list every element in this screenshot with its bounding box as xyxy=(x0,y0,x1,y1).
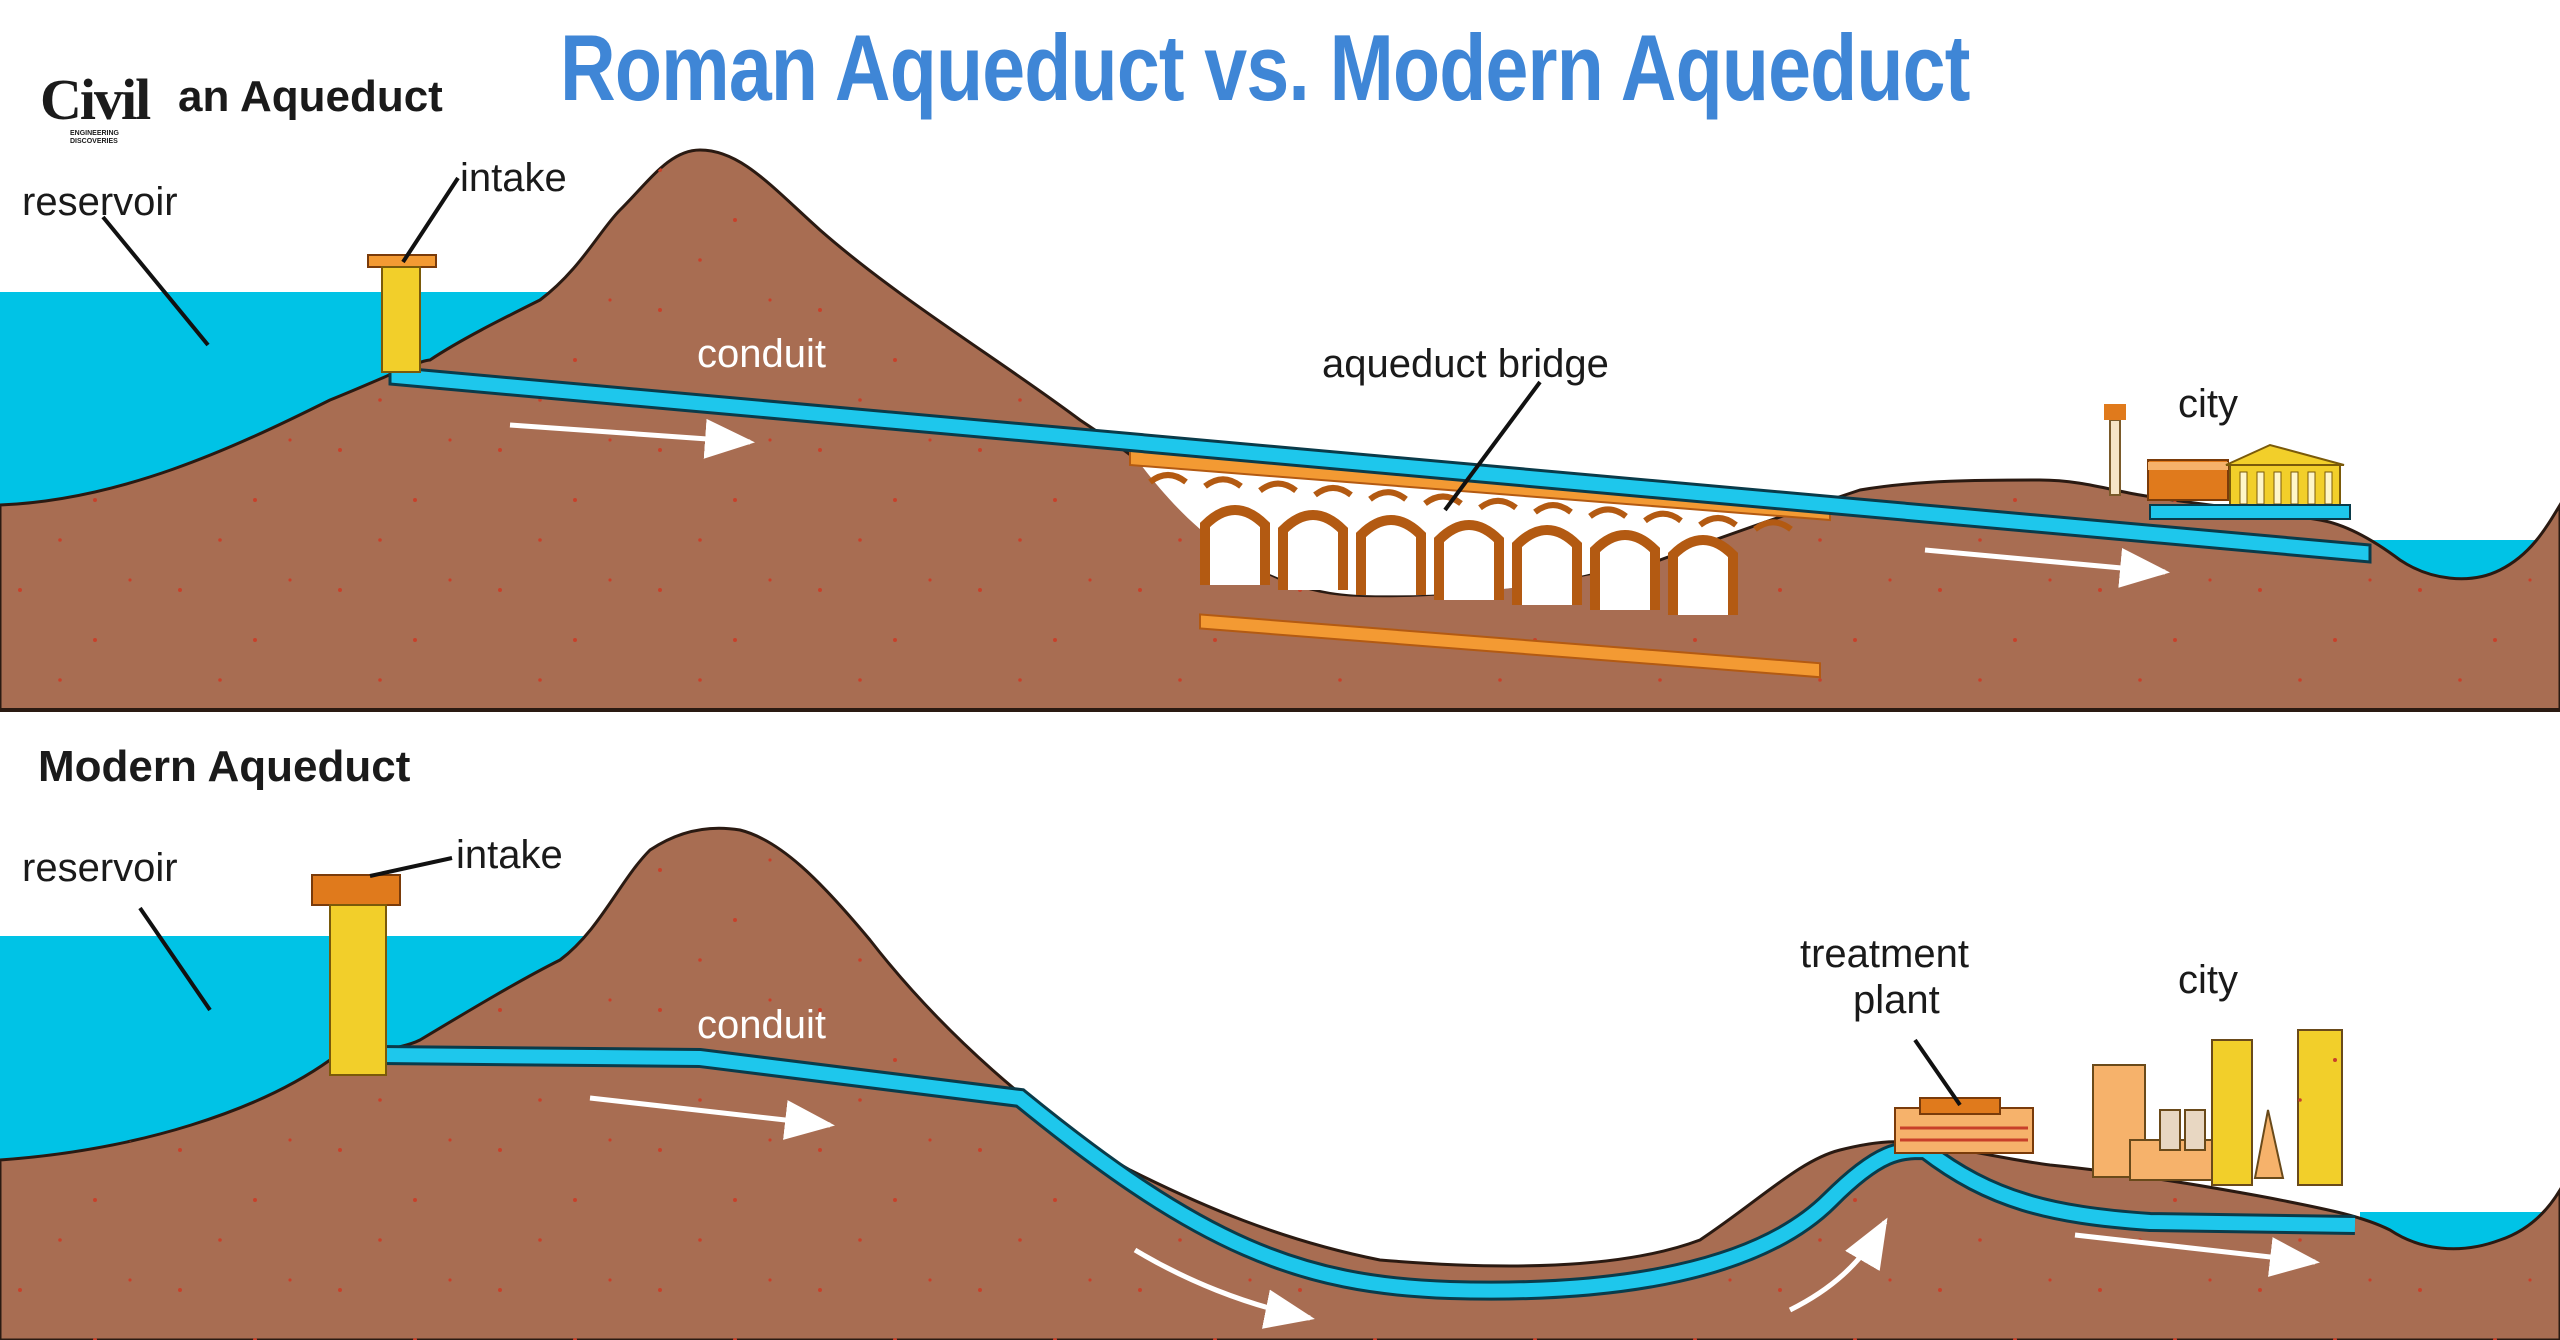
bridge-upper-arch xyxy=(1478,497,1518,511)
bridge-arch xyxy=(1434,520,1504,600)
roman-panel xyxy=(0,148,2560,712)
logo-text: Civil xyxy=(40,67,151,132)
main-title: Roman Aqueduct vs. Modern Aqueduct xyxy=(560,15,1970,120)
modern-city xyxy=(2092,1029,2343,1186)
modern-reservoir-label: reservoir xyxy=(22,846,178,890)
bridge-upper-arch xyxy=(1588,506,1628,519)
roman-conduit xyxy=(388,365,2372,564)
treatment-label-line2: plant xyxy=(1853,978,1940,1022)
roman-city xyxy=(2104,404,2351,520)
modern-city-label: city xyxy=(2178,958,2238,1002)
civil-engineering-logo: Civil ENGINEERING DISCOVERIES xyxy=(40,66,180,152)
modern-panel xyxy=(0,826,2560,1340)
logo-line-2: DISCOVERIES xyxy=(70,138,118,145)
bridge-upper-arch xyxy=(1643,510,1683,524)
modern-conduit-label: conduit xyxy=(697,1003,826,1047)
roman-title-tail: an Aqueduct xyxy=(178,72,443,121)
modern-intake-label: intake xyxy=(456,833,563,877)
modern-panel-title: Modern Aqueduct xyxy=(38,742,411,791)
modern-intake-tower xyxy=(311,874,401,1076)
treatment-label-line1: treatment xyxy=(1800,932,1969,976)
bridge-arch xyxy=(1200,505,1270,585)
temple-column xyxy=(2290,471,2299,505)
aqueduct-bridge-label: aqueduct bridge xyxy=(1322,342,1609,386)
roman-conduit-label: conduit xyxy=(697,332,826,376)
modern-terrain-specks xyxy=(0,828,2560,1340)
treatment-plant xyxy=(1894,1097,2034,1154)
bridge-upper-arch xyxy=(1753,519,1793,532)
bridge-arch xyxy=(1356,515,1426,595)
bridge-upper-arch xyxy=(1203,476,1243,489)
roman-city-label: city xyxy=(2178,382,2238,426)
aqueduct-bridge xyxy=(1129,440,1831,679)
bridge-upper-arch xyxy=(1533,502,1573,515)
bridge-upper-arch xyxy=(1423,493,1463,506)
temple-column xyxy=(2324,471,2333,505)
bridge-upper-arch xyxy=(1368,489,1408,502)
roman-intake-label: intake xyxy=(460,156,567,200)
temple-column xyxy=(2239,471,2248,505)
temple-column xyxy=(2307,471,2316,505)
temple-column xyxy=(2273,471,2282,505)
bridge-arch xyxy=(1512,525,1582,605)
roman-reservoir-label: reservoir xyxy=(22,180,178,224)
temple-column xyxy=(2256,471,2265,505)
bridge-upper-arch xyxy=(1313,484,1353,498)
bridge-upper-arch xyxy=(1698,515,1738,528)
logo-line-1: ENGINEERING xyxy=(70,130,120,137)
bridge-upper-arch xyxy=(1148,472,1188,485)
bridge-arch xyxy=(1668,535,1738,615)
roman-terrain-specks xyxy=(0,150,2560,710)
logo-subtitle: ENGINEERING DISCOVERIES xyxy=(70,130,119,146)
bridge-arch xyxy=(1590,530,1660,610)
bridge-arch xyxy=(1278,510,1348,590)
roman-panel-title: an Aqueduct xyxy=(178,72,443,122)
bridge-upper-arch xyxy=(1258,480,1298,494)
